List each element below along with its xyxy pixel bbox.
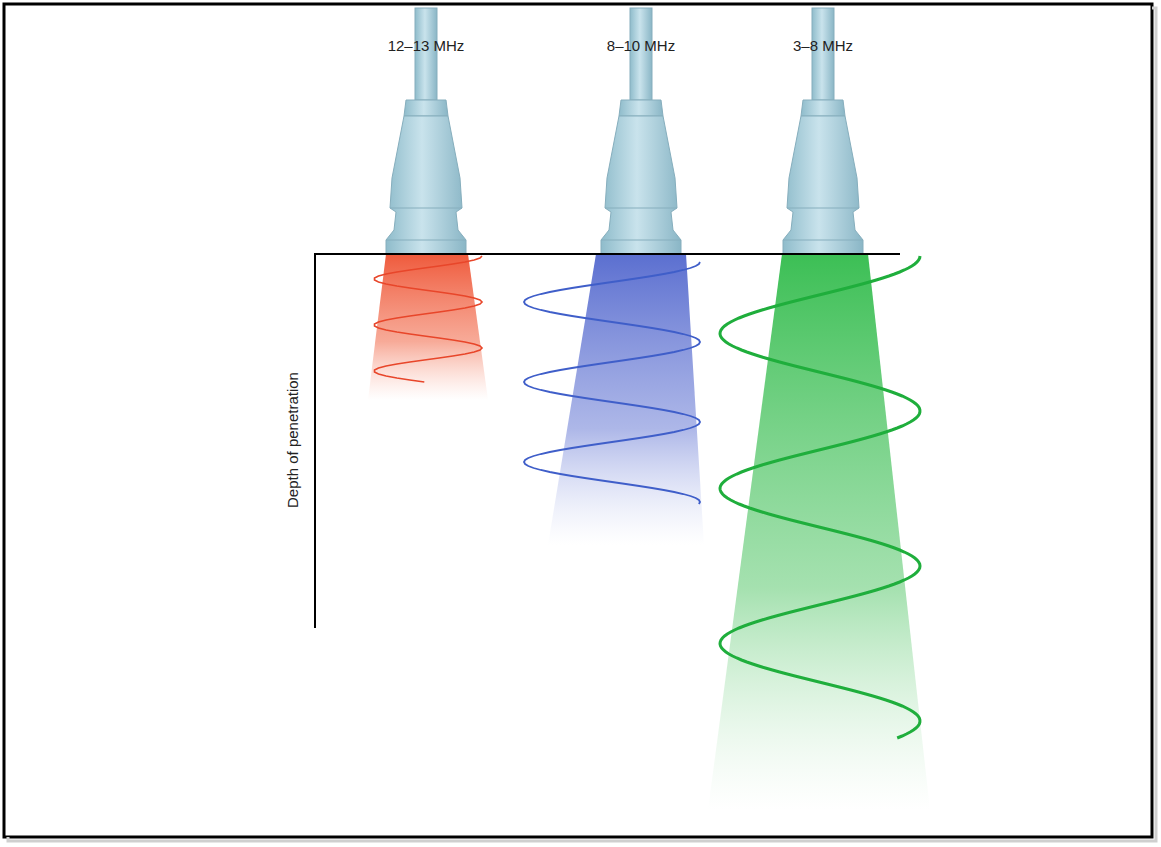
skin-line (315, 253, 900, 255)
sound-wave (720, 256, 920, 738)
frequency-label: 8–10 MHz (607, 37, 675, 55)
sound-wave (524, 262, 700, 504)
beam-red (368, 254, 488, 400)
frequency-label: 12–13 MHz (388, 37, 465, 55)
probe (601, 8, 681, 254)
frame (4, 4, 1152, 837)
sound-wave (375, 256, 483, 382)
axis-label: Depth of penetration (284, 372, 302, 508)
probe (386, 8, 466, 254)
beam-blue (548, 254, 704, 545)
depth-axis (314, 253, 316, 628)
beam-green (708, 254, 930, 810)
probe (783, 8, 863, 254)
frequency-label: 3–8 MHz (793, 37, 853, 55)
